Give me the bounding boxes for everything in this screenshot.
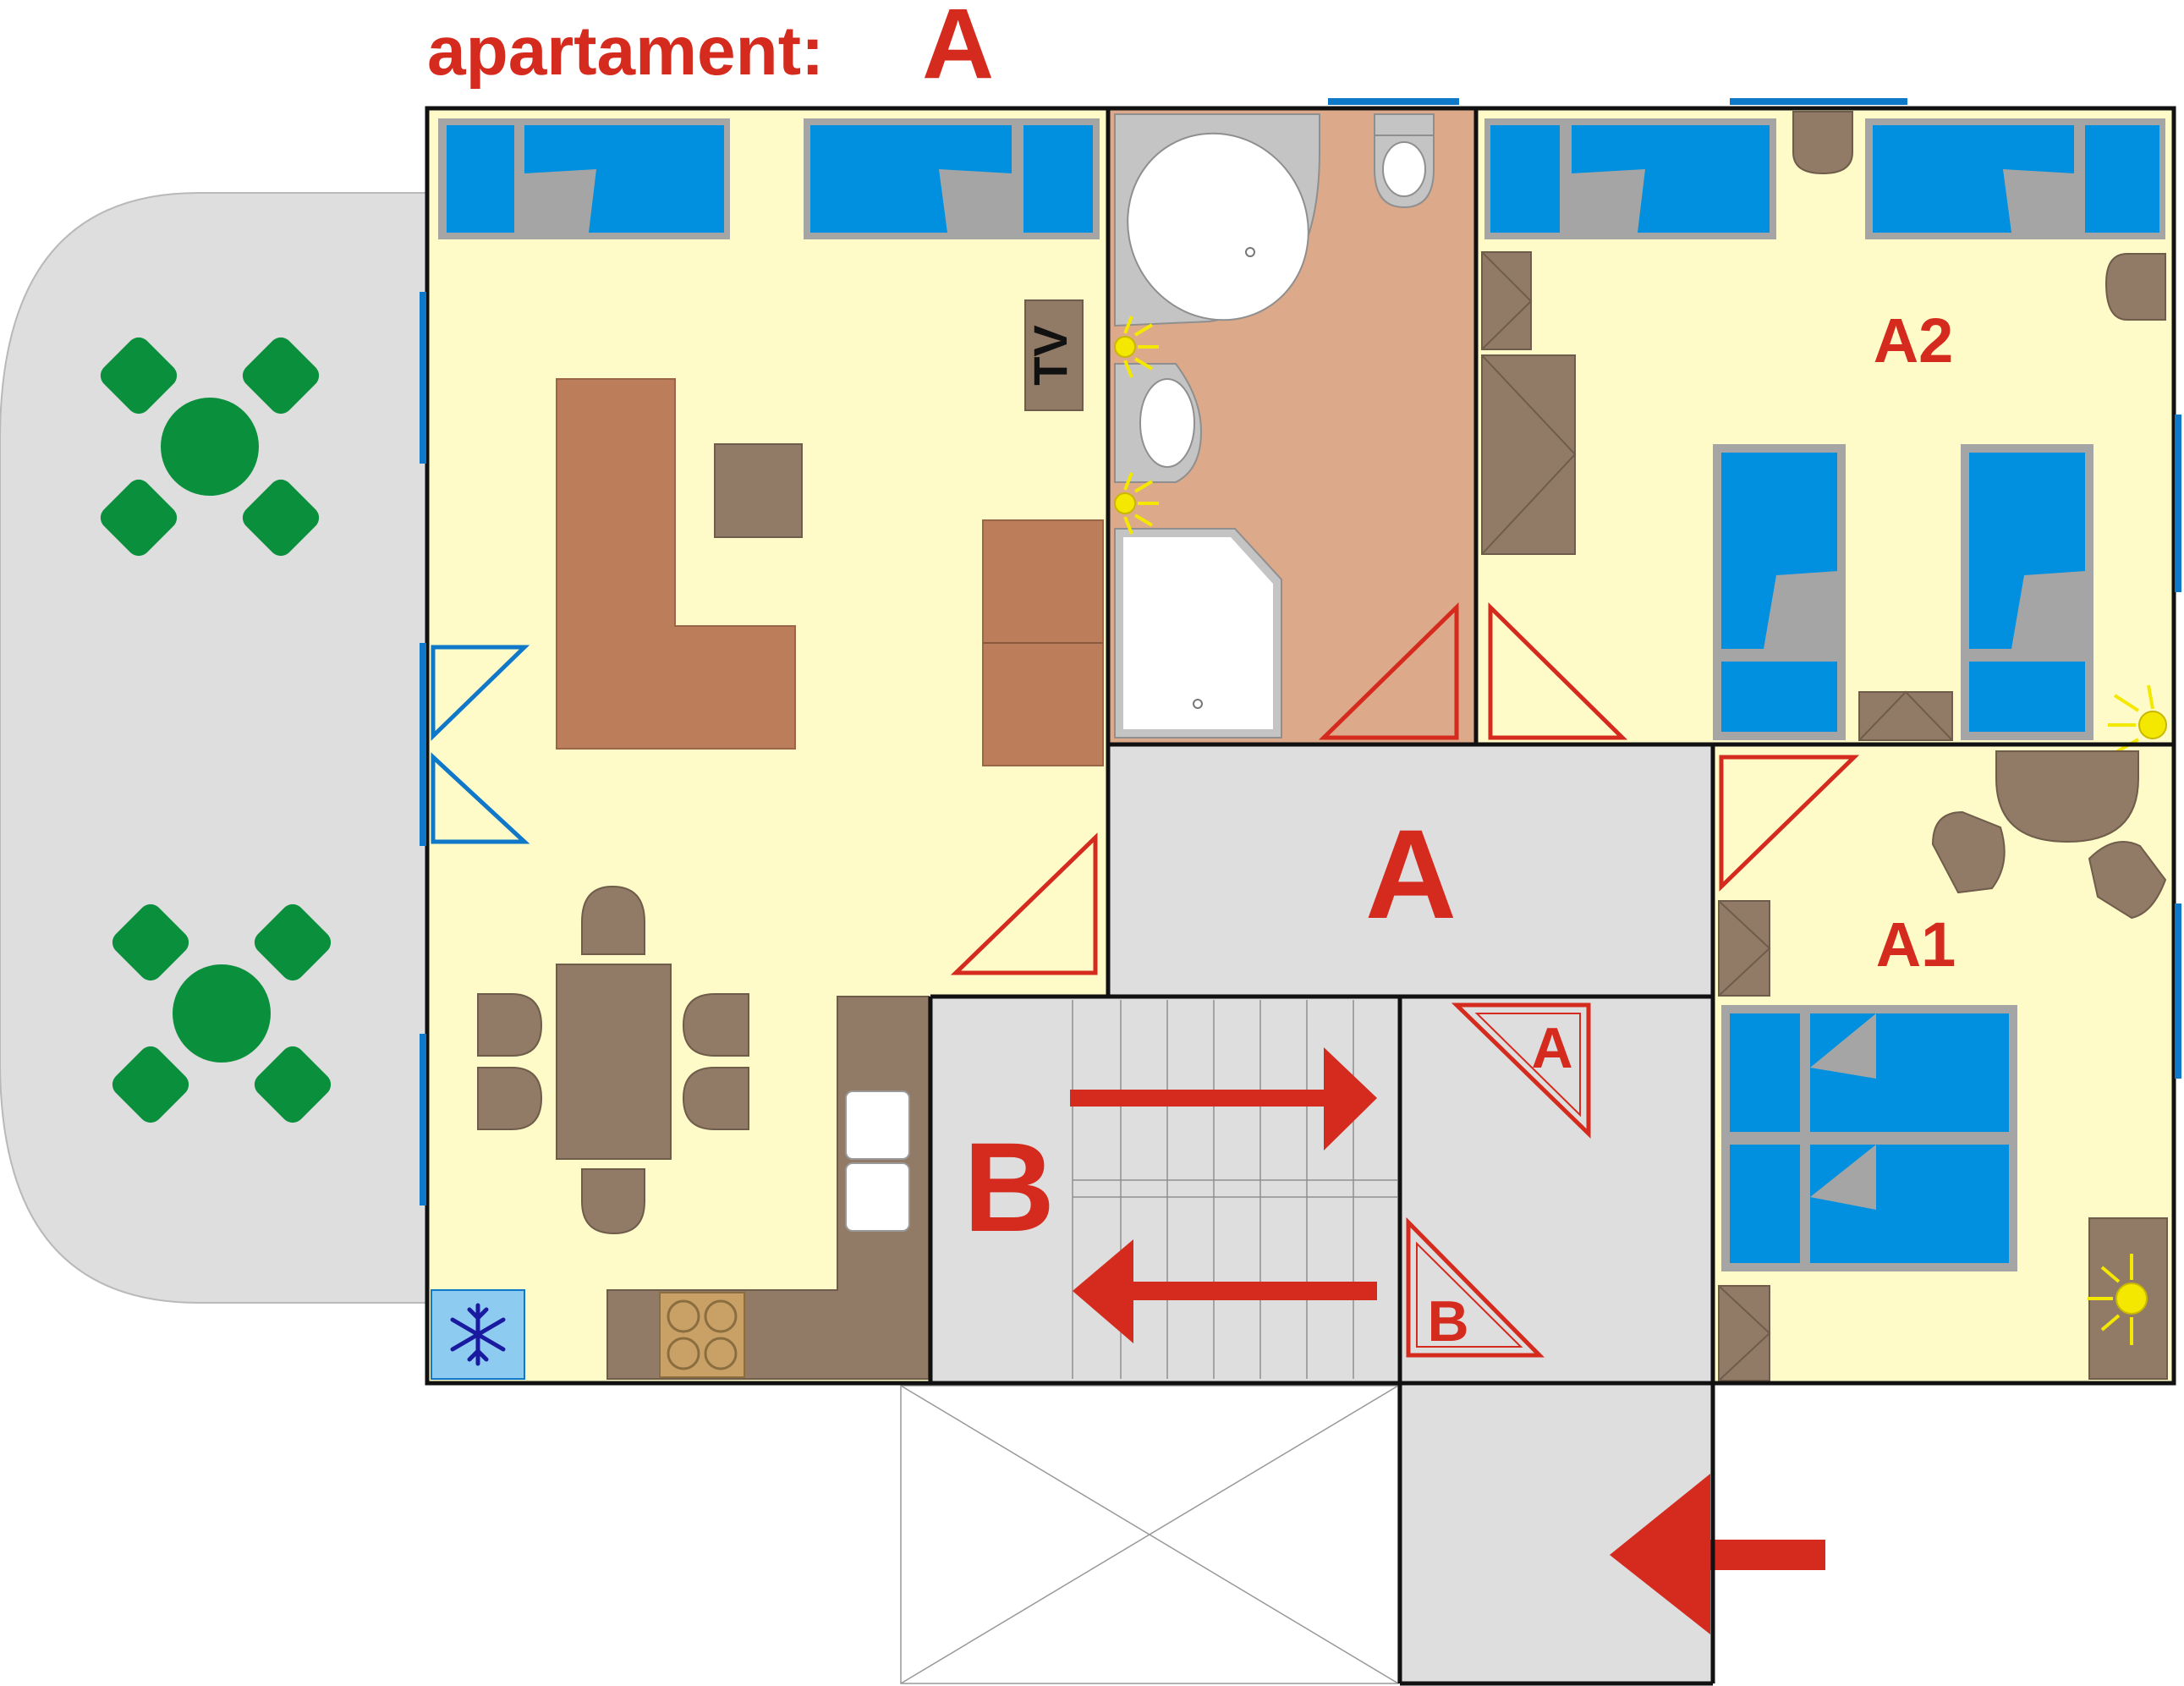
bathroom-fixtures (1114, 113, 1459, 740)
terrace (0, 192, 428, 1304)
bed (1713, 444, 1846, 740)
tv-label: TV (1023, 325, 1077, 386)
nightstand (1858, 690, 1953, 741)
bed (804, 118, 1100, 239)
room-a2-furniture: A2 (1481, 111, 2167, 755)
round-table (1995, 750, 2139, 843)
stairwell-b (930, 997, 1400, 1381)
door-swing (950, 832, 1098, 975)
bed (438, 118, 730, 239)
arrow-left-icon (1610, 1474, 1825, 1634)
cabinet (982, 519, 1104, 766)
door-marker-a-label: A (1531, 1016, 1572, 1080)
landing-void (900, 1385, 1399, 1684)
double-bed (1721, 1005, 2017, 1271)
wardrobe (1481, 251, 1577, 555)
room-a1-furniture: A1 (1718, 750, 2168, 1381)
apartment-zone-label: A (1365, 803, 1457, 945)
coffee-table (714, 443, 803, 538)
bed (1961, 444, 2093, 740)
nightstand (1718, 900, 1771, 1381)
door-swing (1318, 602, 1459, 740)
door-marker-b: B (1406, 1216, 1545, 1358)
balcony-door (431, 645, 530, 844)
sink (1114, 363, 1203, 483)
door-swing (1488, 602, 1628, 740)
room-a1-label: A1 (1876, 909, 1956, 980)
windows (420, 98, 2181, 1205)
hall-a (1108, 744, 1713, 997)
tv-unit: TV (1023, 299, 1084, 411)
title-letter: A (922, 0, 994, 100)
terrace-table-set (100, 337, 320, 557)
title-prefix: apartament: (427, 13, 824, 90)
living-room-furniture: TV (431, 118, 1104, 1380)
bed (1865, 118, 2165, 239)
lamp-icon (2088, 1217, 2168, 1380)
arrow-left-icon (1073, 1239, 1377, 1343)
circulation: A B A (900, 803, 1825, 1684)
door-marker-b-label: B (1427, 1289, 1468, 1354)
toilet (1374, 113, 1435, 209)
plan-title: apartament: A (427, 0, 994, 100)
kitchen-counter (606, 996, 930, 1380)
bed (1484, 118, 1776, 239)
lamp-icon (1114, 316, 1159, 378)
snowflake-icon (431, 1289, 525, 1380)
arrow-right-icon (1070, 1047, 1377, 1151)
terrace-table-set (112, 903, 332, 1123)
door-swing (1719, 755, 1860, 892)
dining-set (477, 885, 749, 1235)
room-a2-label: A2 (1874, 305, 1954, 376)
shower (1114, 528, 1282, 739)
lamp-icon (1114, 472, 1159, 535)
door-marker-a: A (1451, 1002, 1591, 1139)
walls (425, 106, 2176, 1686)
stair-b-label: B (963, 1116, 1055, 1258)
corner-sofa (556, 378, 796, 750)
